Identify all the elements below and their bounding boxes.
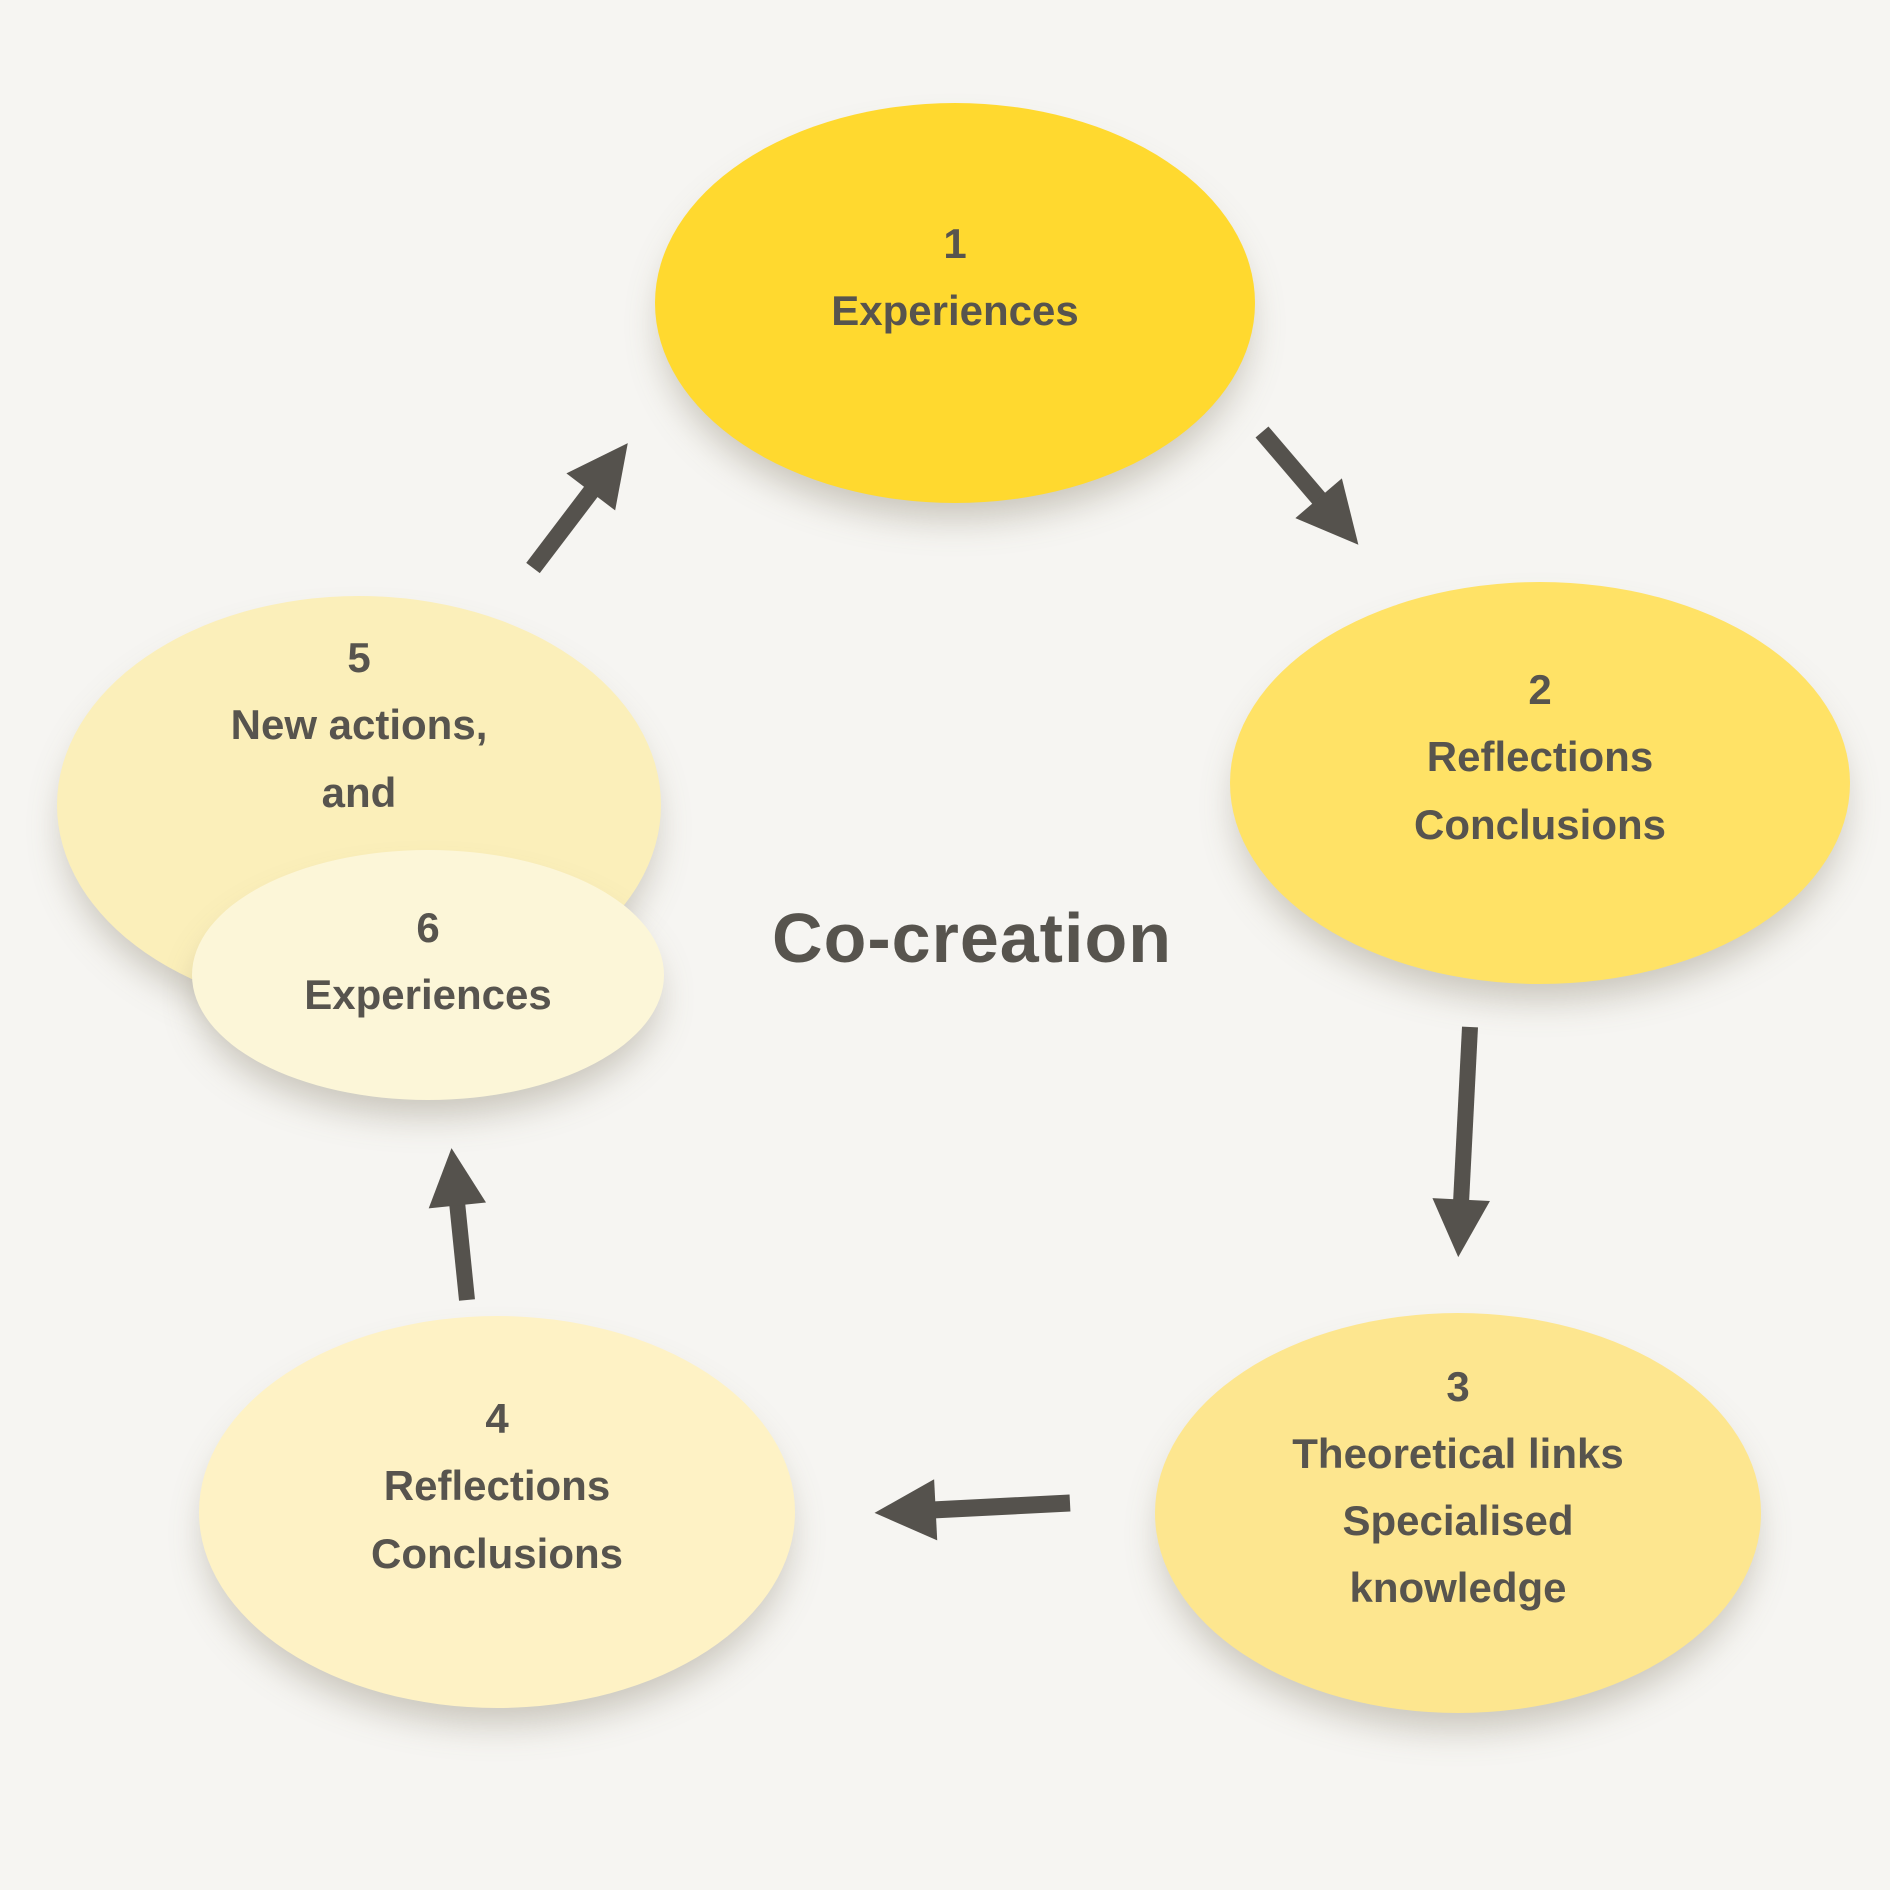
node-2-label: 2 Reflections Conclusions xyxy=(1414,656,1666,858)
diagram-title: Co-creation xyxy=(772,899,1172,977)
node-label-line: and xyxy=(321,768,397,816)
node-4-reflections-conclusions: 4 Reflections Conclusions xyxy=(199,1316,795,1708)
node-1-label: 1 Experiences xyxy=(831,210,1079,344)
node-6-experiences: 6 Experiences xyxy=(192,850,664,1100)
node-number: 6 xyxy=(416,903,440,951)
node-3-theoretical-links: 3 Theoretical links Specialised knowledg… xyxy=(1155,1313,1761,1713)
arrow-5-to-1-icon xyxy=(526,443,628,574)
node-2-reflections-conclusions: 2 Reflections Conclusions xyxy=(1230,582,1850,984)
node-label-line: Specialised knowledge xyxy=(1342,1497,1574,1612)
node-number: 4 xyxy=(485,1395,509,1443)
node-4-label: 4 Reflections Conclusions xyxy=(371,1385,623,1587)
node-label-line: Theoretical links xyxy=(1292,1429,1624,1477)
node-label-line: Experiences xyxy=(831,287,1079,334)
node-number: 1 xyxy=(943,219,967,267)
node-number: 5 xyxy=(347,634,371,682)
node-label-line: New actions, xyxy=(230,701,488,749)
node-label-line: Experiences xyxy=(304,971,552,1018)
arrow-4-to-6-icon xyxy=(428,1148,487,1301)
node-label-line: Reflections xyxy=(383,1462,611,1510)
node-3-label: 3 Theoretical links Specialised knowledg… xyxy=(1243,1353,1673,1622)
node-1-experiences: 1 Experiences xyxy=(655,103,1255,503)
node-label-line: Conclusions xyxy=(370,1529,624,1577)
arrow-1-to-2-icon xyxy=(1255,426,1359,545)
node-6-label: 6 Experiences xyxy=(304,894,552,1028)
arrow-3-to-4-icon xyxy=(874,1479,1071,1541)
node-label-line: Conclusions xyxy=(1413,800,1667,848)
node-number: 2 xyxy=(1528,666,1552,714)
node-number: 3 xyxy=(1446,1362,1470,1410)
node-5-label: 5 New actions, and xyxy=(231,624,488,826)
node-label-line: Reflections xyxy=(1426,733,1654,781)
arrow-2-to-3-icon xyxy=(1432,1026,1490,1258)
